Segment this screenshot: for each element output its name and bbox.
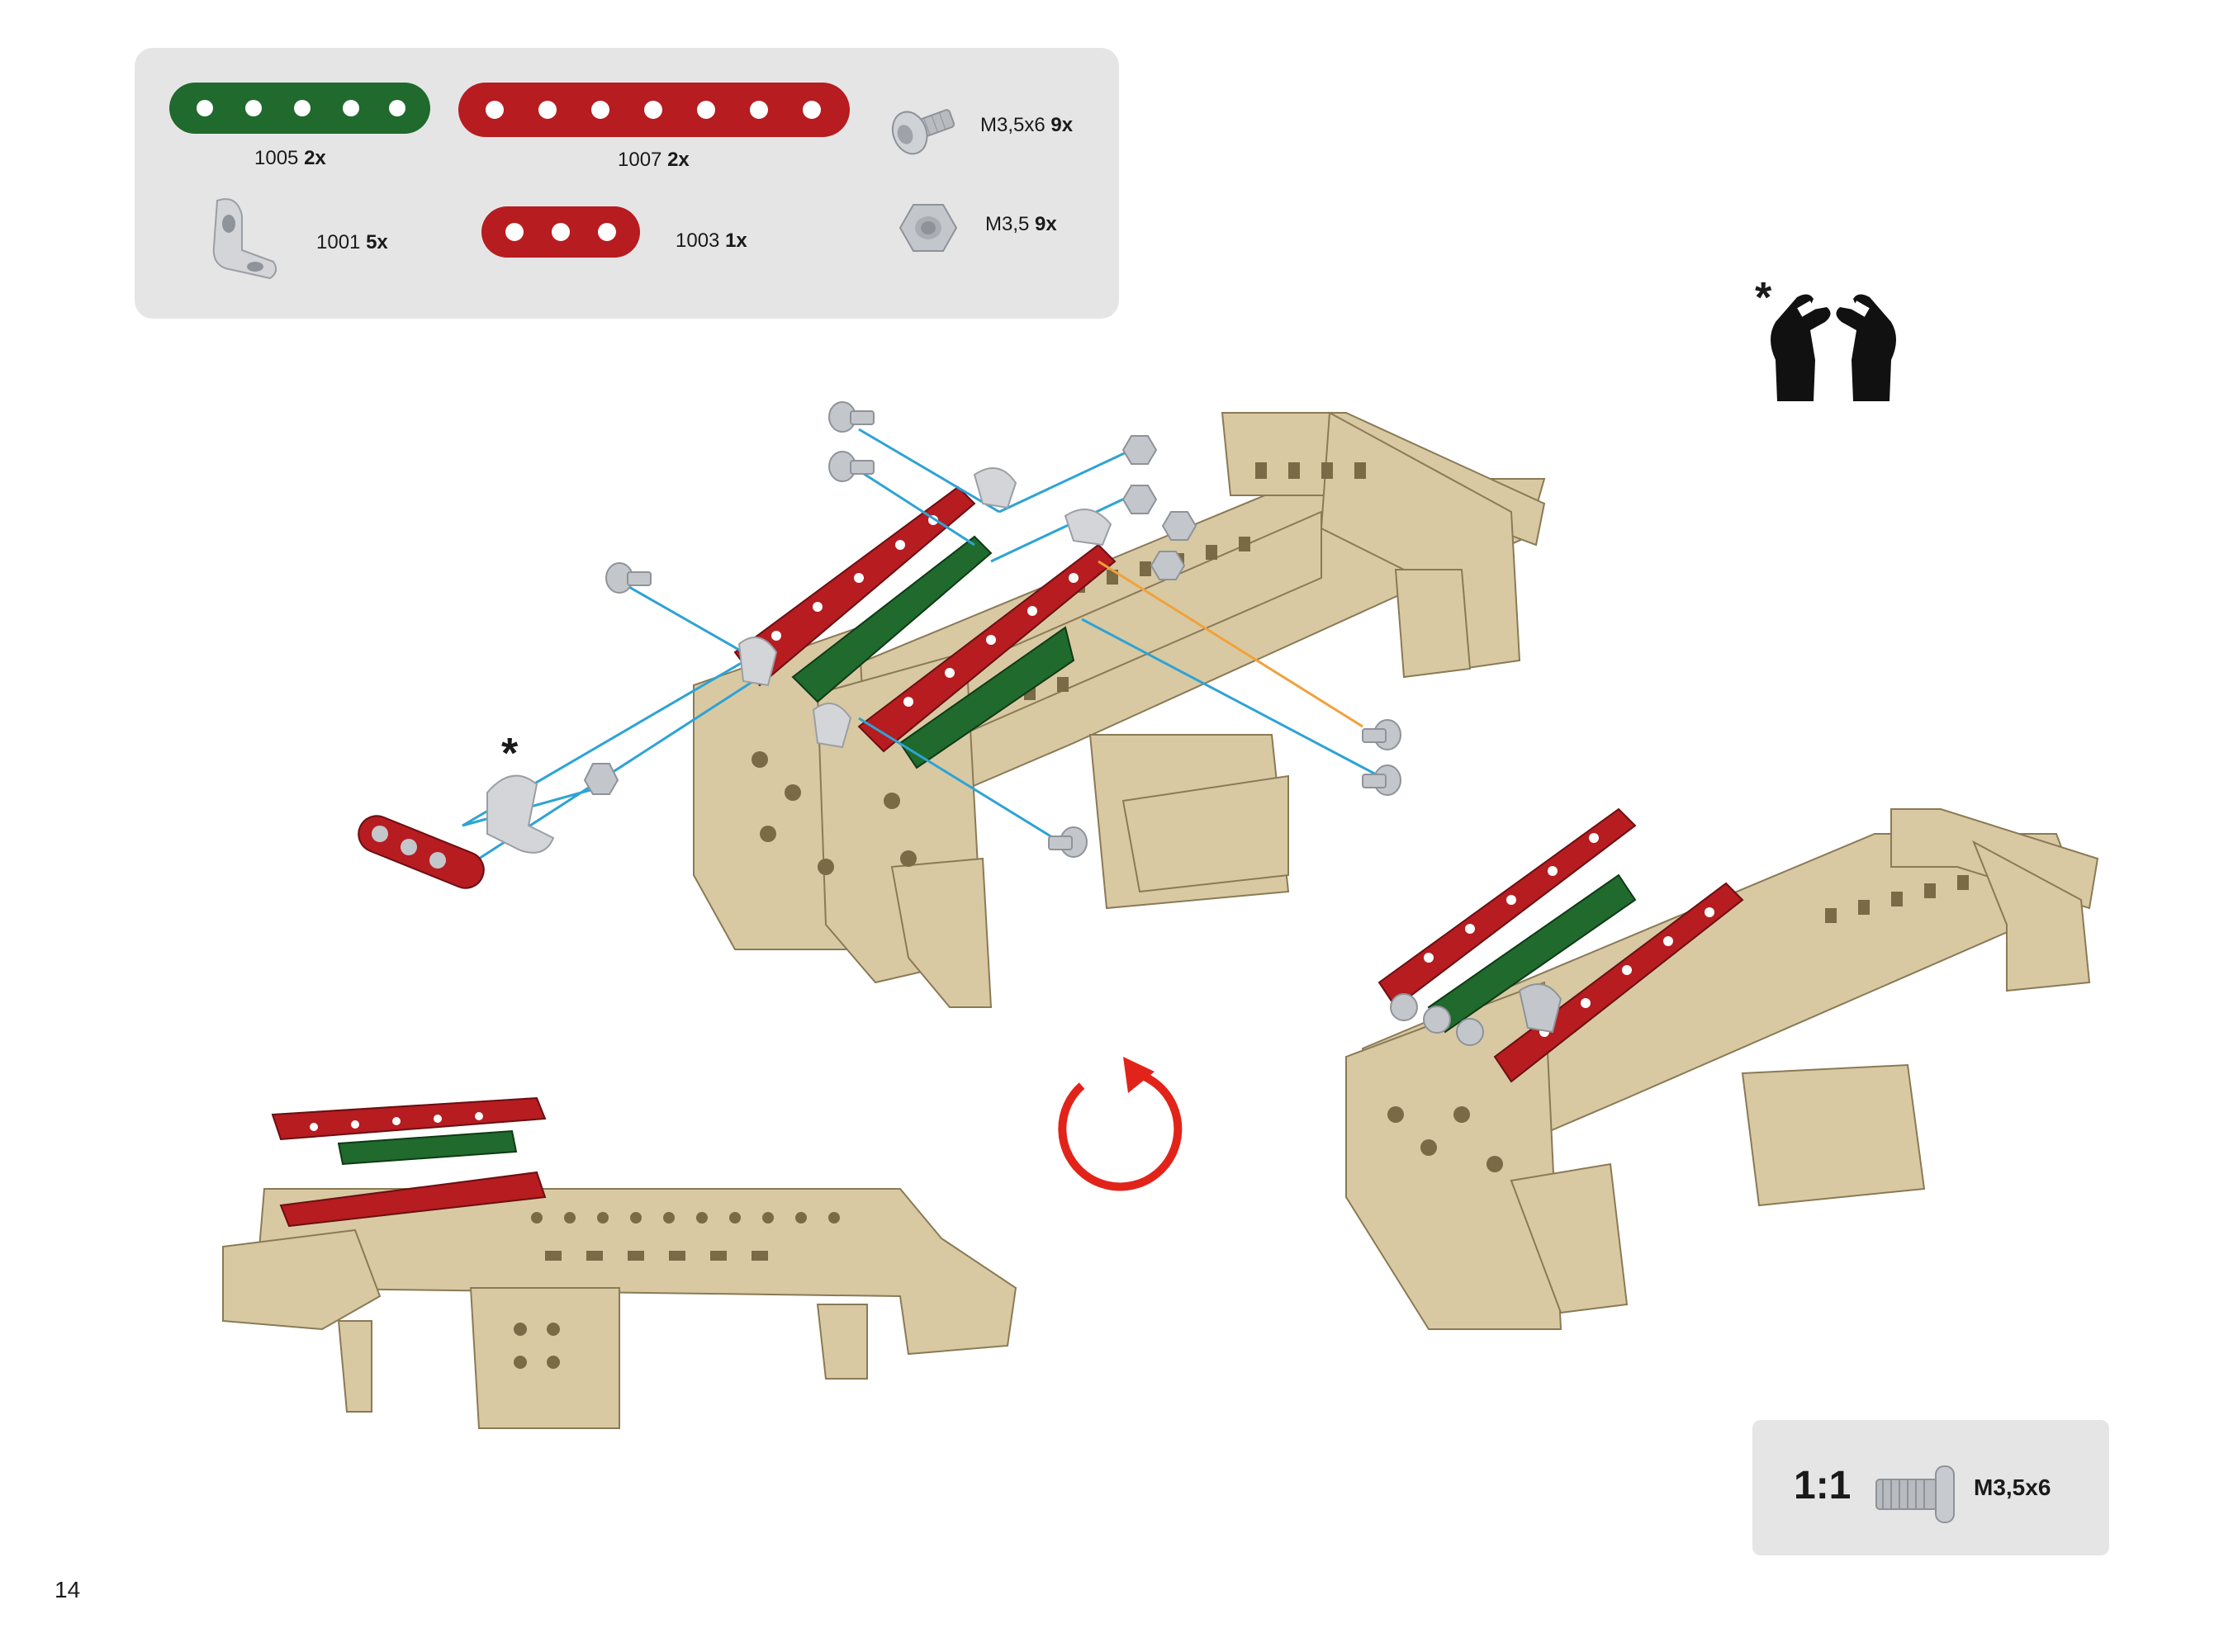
part-qty: 5x [366, 231, 388, 253]
part-qty: 1x [725, 230, 747, 252]
scale-ratio: 1:1 [1794, 1464, 1852, 1508]
red-strip-lower [857, 543, 1117, 753]
bracket-asterisk: * [501, 730, 519, 778]
part-code: 1003 [676, 230, 720, 252]
assembled-red-strip-lower [1493, 882, 1744, 1083]
part-1001-label: 1001 5x [316, 231, 388, 254]
loose-bolts [605, 401, 1401, 858]
part-code: M3,5x6 [980, 114, 1046, 136]
angle-bracket-icon [212, 198, 277, 280]
strip-1007-icon [458, 83, 850, 137]
scale-bolt-label: M3,5x6 [1974, 1474, 2051, 1500]
part-code: 1005 [254, 147, 299, 169]
side-red-strip-bottom [279, 1171, 547, 1228]
assembly-guide-lines [462, 428, 1380, 860]
side-view-illustration [222, 1096, 1017, 1429]
page-number: 14 [55, 1577, 81, 1602]
part-code: 1001 [316, 231, 361, 253]
scale-reference-box: 1:1 M3,5x6 [1752, 1420, 2109, 1555]
two-hands-icon [1771, 294, 1896, 401]
loose-nuts [583, 435, 1197, 795]
part-qty: 9x [1050, 114, 1074, 136]
guide-line-orange [1098, 560, 1363, 728]
part-code: M3,5 [985, 213, 1030, 235]
part-m35x6-label: M3,5x6 9x [980, 114, 1073, 137]
bolt-icon [891, 109, 955, 155]
part-qty: 9x [1035, 213, 1057, 235]
part-m35-label: M3,5 9x [985, 213, 1057, 236]
side-green-strip [337, 1129, 518, 1166]
part-code: 1007 [618, 149, 662, 171]
part-1005-label: 1005 2x [254, 147, 326, 170]
part-qty: 2x [667, 149, 690, 171]
part-1003-label: 1003 1x [676, 230, 747, 253]
loose-angle-bracket [486, 774, 555, 854]
bolt-actual-size-icon [1875, 1465, 1955, 1523]
strip-1003-icon [481, 206, 640, 258]
green-strip-upper [791, 535, 993, 703]
green-strip-lower [899, 626, 1075, 769]
part-1007-label: 1007 2x [618, 149, 690, 172]
rotate-arrow-icon [1058, 1057, 1183, 1191]
assembled-view-illustration [1345, 807, 2099, 1330]
nut-icon [899, 204, 958, 252]
hands-asterisk: * [1755, 274, 1772, 322]
loose-red-strip-1003 [358, 815, 485, 889]
part-qty: 2x [304, 147, 326, 169]
assembled-red-strip-upper [1377, 807, 1637, 1009]
parts-list: 1005 2x 1007 2x M3,5x6 9x 1001 5x [135, 48, 1119, 319]
strip-1005-icon [169, 83, 430, 134]
side-red-strip-top [271, 1096, 547, 1141]
